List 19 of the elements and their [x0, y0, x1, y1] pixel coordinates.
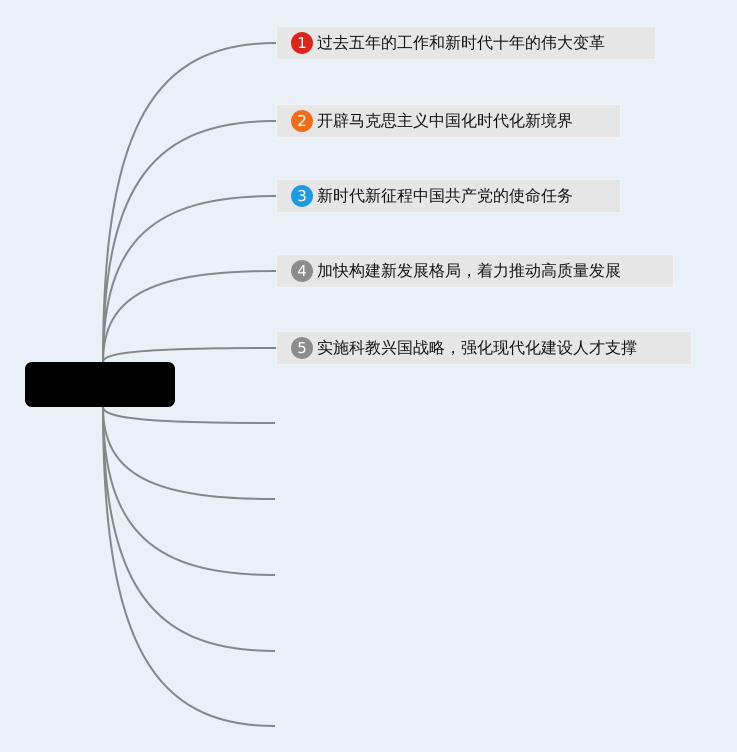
topic-text: 实施科教兴国战略，强化现代化建设人才支撑	[317, 338, 637, 358]
topic-box	[276, 104, 621, 138]
topic-box	[276, 26, 656, 60]
number-badge: 1	[291, 32, 313, 54]
branch-line	[102, 270, 276, 362]
topic-text: 开辟马克思主义中国化时代化新境界	[317, 110, 573, 132]
number-badge: 3	[291, 185, 313, 207]
central-topic-box	[25, 362, 175, 407]
number-badge: 2	[291, 110, 313, 132]
number-badge: 4	[291, 260, 313, 282]
topic-text: 新时代新征程中国共产党的使命任务	[317, 186, 573, 206]
branch-line	[102, 406, 275, 424]
topic-box	[276, 179, 621, 213]
topic-box	[276, 331, 692, 365]
topic-text: 加快构建新发展格局，着力推动高质量发展	[317, 260, 621, 282]
topic-text: 过去五年的工作和新时代十年的伟大变革	[317, 32, 605, 54]
branch-line	[102, 347, 276, 362]
number-badge: 5	[291, 337, 313, 359]
topic-box	[276, 254, 674, 288]
